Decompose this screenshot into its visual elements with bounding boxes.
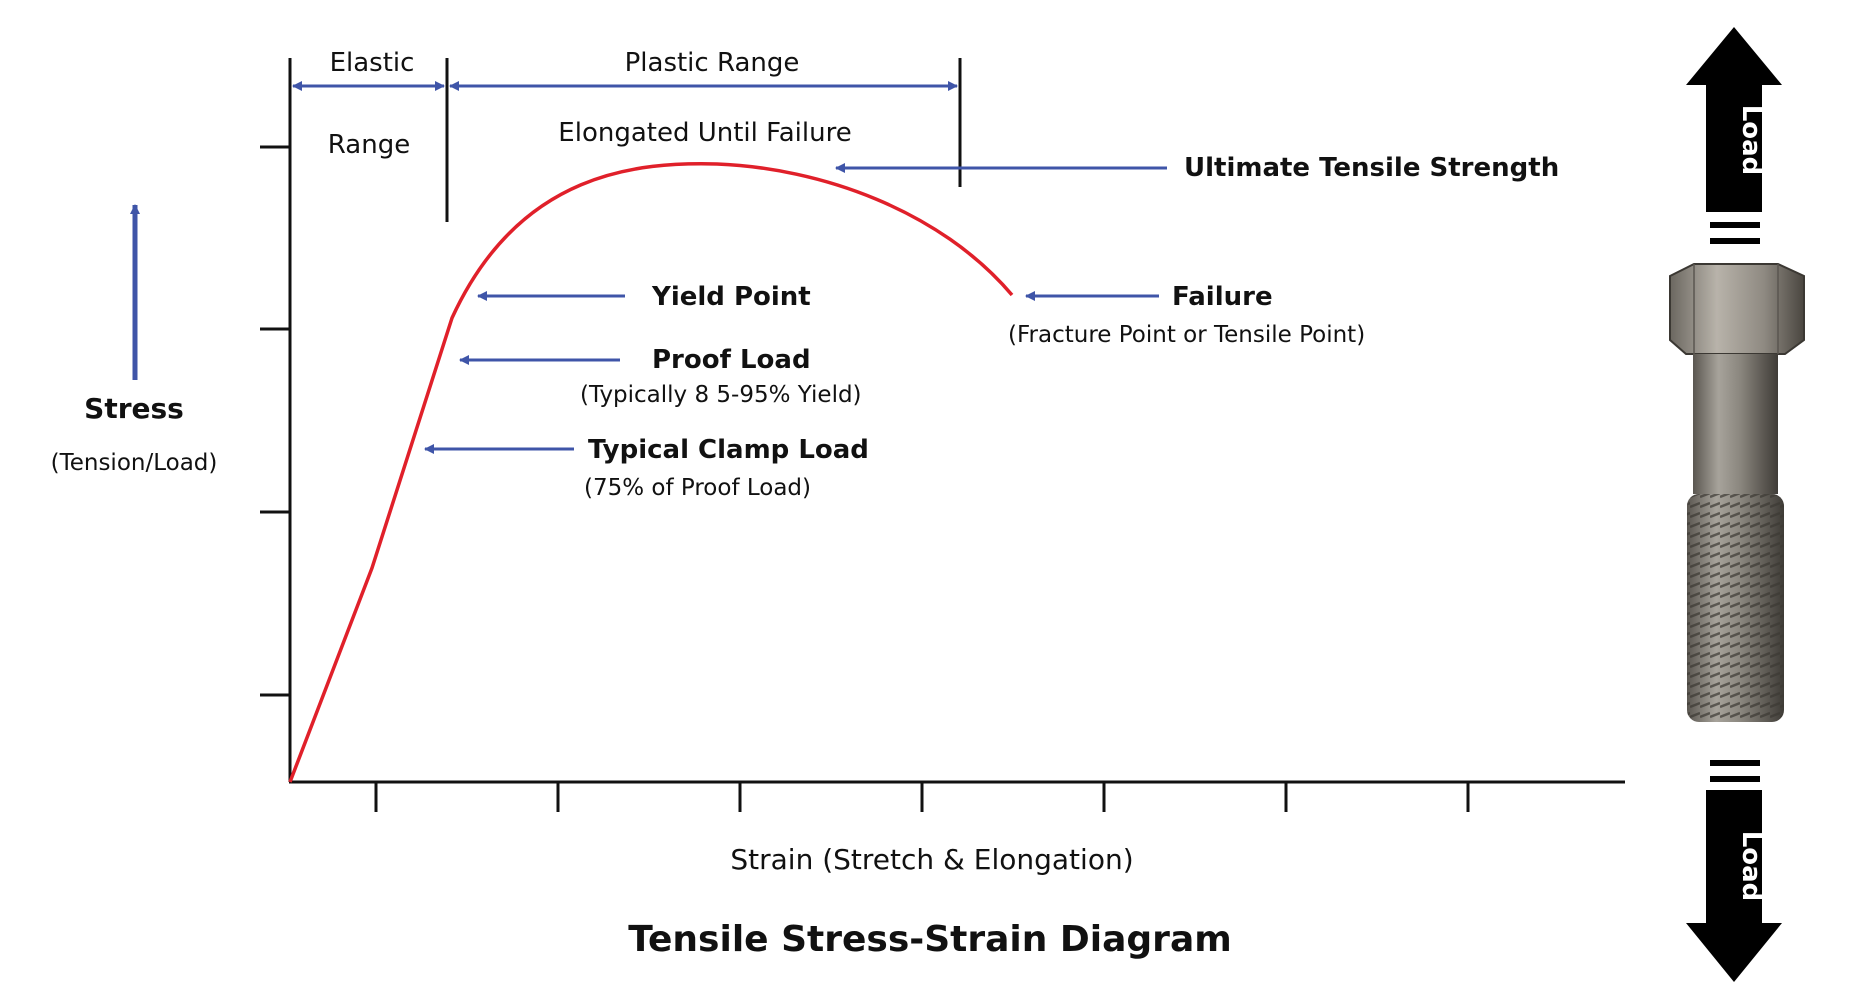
ultimate-label: Ultimate Tensile Strength [1184, 153, 1559, 183]
failure-label: Failure [1172, 282, 1273, 312]
load-label-top: Load [1736, 105, 1766, 176]
load-arrow-top [1686, 27, 1782, 212]
break-mark [1710, 776, 1760, 782]
range-label: Range [328, 130, 410, 160]
elongated-label: Elongated Until Failure [558, 118, 851, 148]
bolt-image [1669, 263, 1805, 722]
page-title: Tensile Stress-Strain Diagram [628, 919, 1232, 960]
failure-sublabel: (Fracture Point or Tensile Point) [1008, 322, 1365, 348]
plastic-range-label: Plastic Range [625, 48, 800, 78]
y-axis-label: Stress [84, 392, 184, 425]
load-arrow-bottom [1686, 790, 1782, 982]
break-mark [1710, 760, 1760, 766]
yield-label: Yield Point [651, 282, 811, 312]
stress-strain-curve [288, 162, 1014, 783]
x-axis-label: Strain (Stretch & Elongation) [730, 843, 1133, 876]
elastic-label: Elastic [330, 48, 415, 78]
proof-sublabel: (Typically 8 5-95% Yield) [580, 382, 862, 408]
break-mark [1710, 238, 1760, 244]
y-axis-sublabel: (Tension/Load) [51, 450, 218, 476]
clamp-sublabel: (75% of Proof Load) [584, 475, 811, 501]
clamp-label: Typical Clamp Load [588, 435, 869, 465]
proof-label: Proof Load [652, 345, 811, 375]
break-mark [1710, 222, 1760, 228]
load-label-bottom: Load [1736, 831, 1766, 902]
